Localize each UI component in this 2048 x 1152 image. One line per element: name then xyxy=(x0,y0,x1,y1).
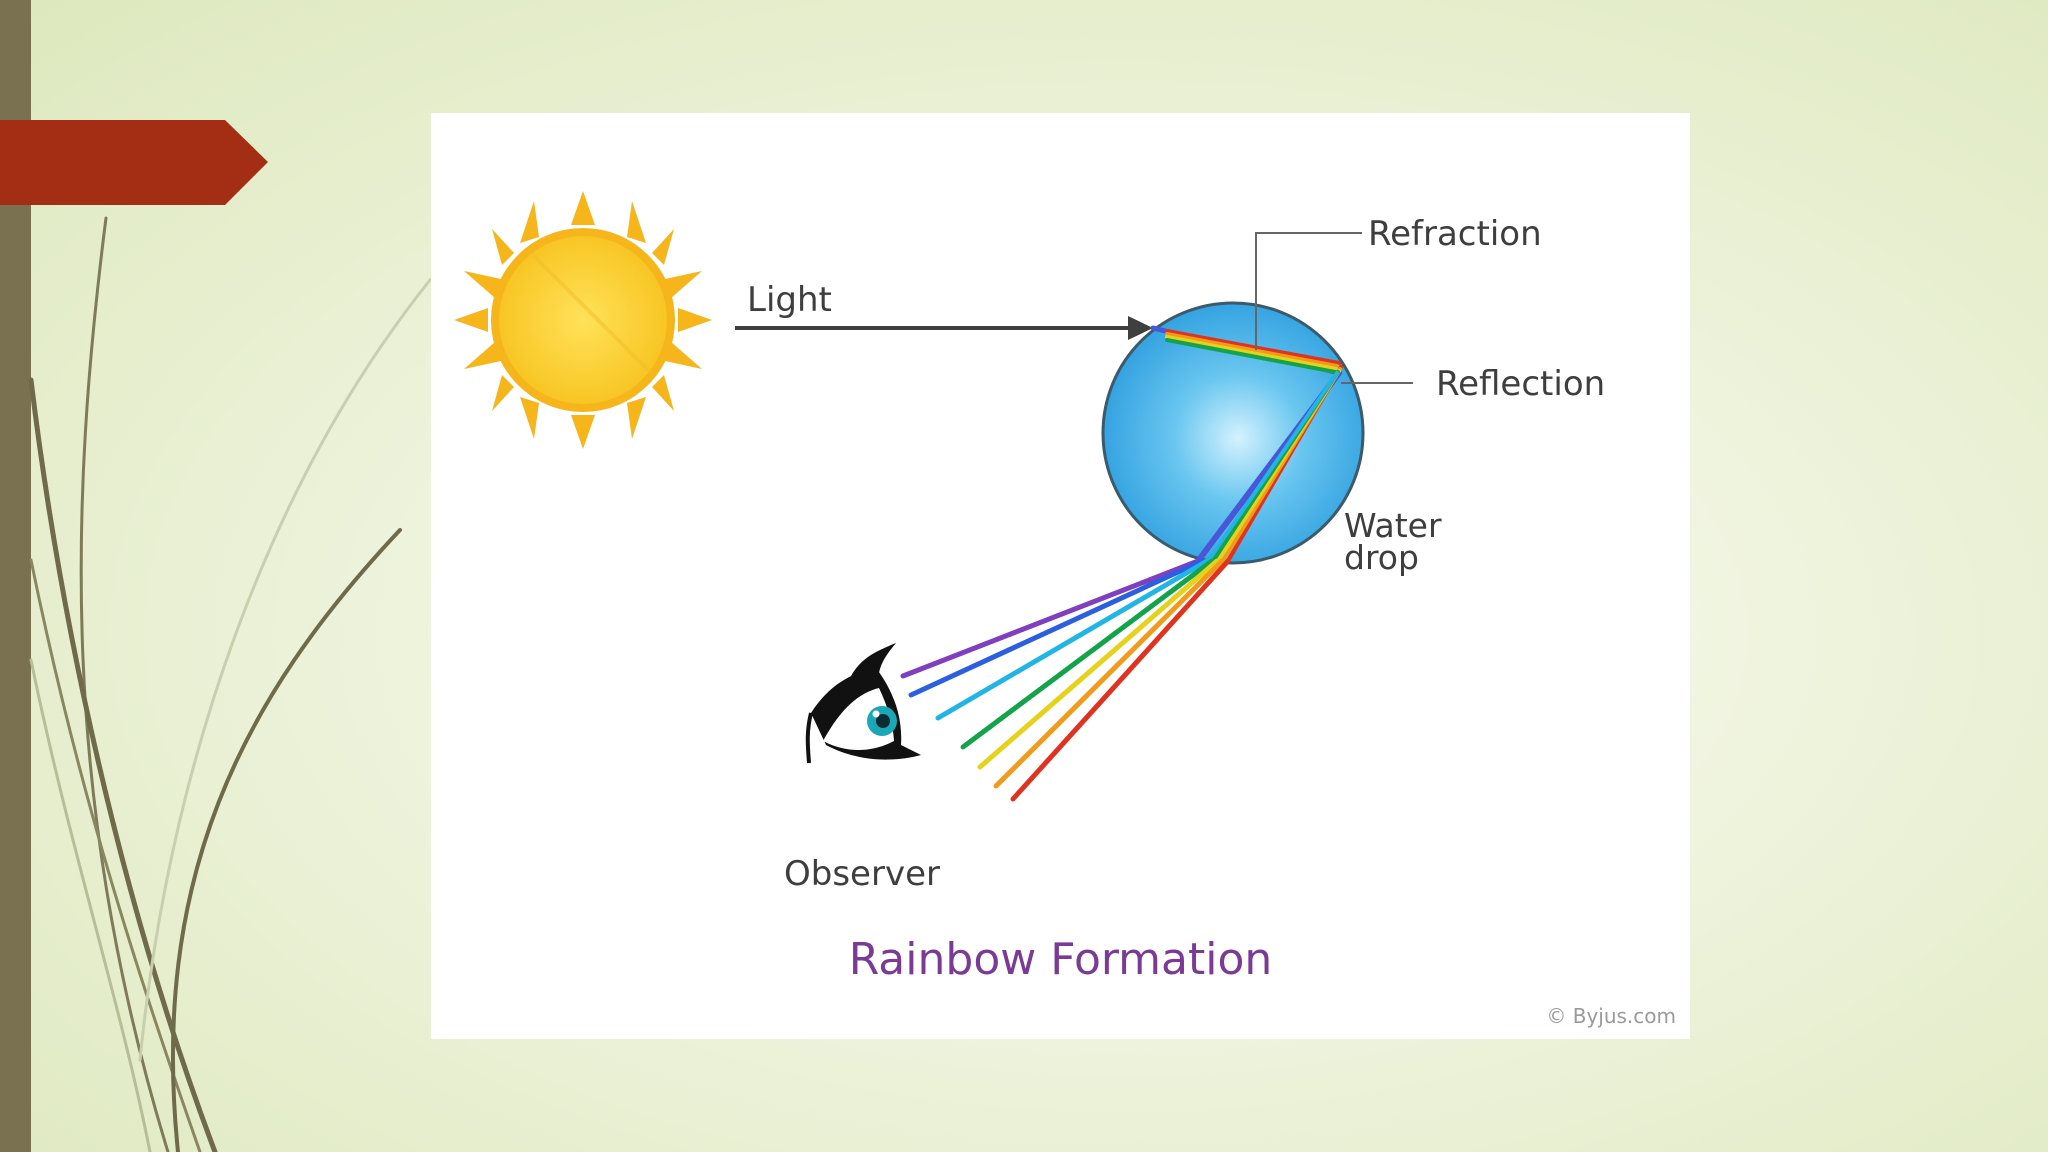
rainbow-formation-diagram: Light Refraction Reflection Water drop O… xyxy=(431,113,1690,1039)
ray-green xyxy=(960,558,1215,750)
spectrum-rays xyxy=(900,558,1231,802)
slide-accent-tag xyxy=(0,120,268,205)
sun-icon xyxy=(454,191,712,449)
label-water-drop-line-1: Water xyxy=(1344,506,1442,545)
label-water-drop-line-2: drop xyxy=(1344,538,1419,577)
ray-red xyxy=(1010,558,1231,802)
label-reflection: Reflection xyxy=(1436,364,1606,404)
refraction-leader xyxy=(1255,232,1362,350)
image-credit: © Byjus.com xyxy=(1546,1004,1676,1028)
label-water-drop: Water drop xyxy=(1344,506,1484,577)
water-drop xyxy=(1101,301,1365,565)
ray-cyan xyxy=(935,558,1210,721)
label-light: Light xyxy=(747,280,832,320)
incoming-light-ray xyxy=(735,316,1153,340)
leader-lines xyxy=(1255,232,1413,384)
decorative-curves xyxy=(28,216,432,1152)
label-refraction: Refraction xyxy=(1368,214,1542,254)
ray-blue xyxy=(908,558,1205,698)
diagram-title: Rainbow Formation xyxy=(848,934,1273,985)
label-observer: Observer xyxy=(784,854,940,894)
diagram-drawing xyxy=(454,191,1413,802)
ray-yellow xyxy=(977,558,1220,770)
internal-rays xyxy=(1150,325,1343,564)
ray-violet xyxy=(900,558,1201,679)
ray-orange xyxy=(993,558,1225,789)
eye-icon xyxy=(805,643,921,764)
